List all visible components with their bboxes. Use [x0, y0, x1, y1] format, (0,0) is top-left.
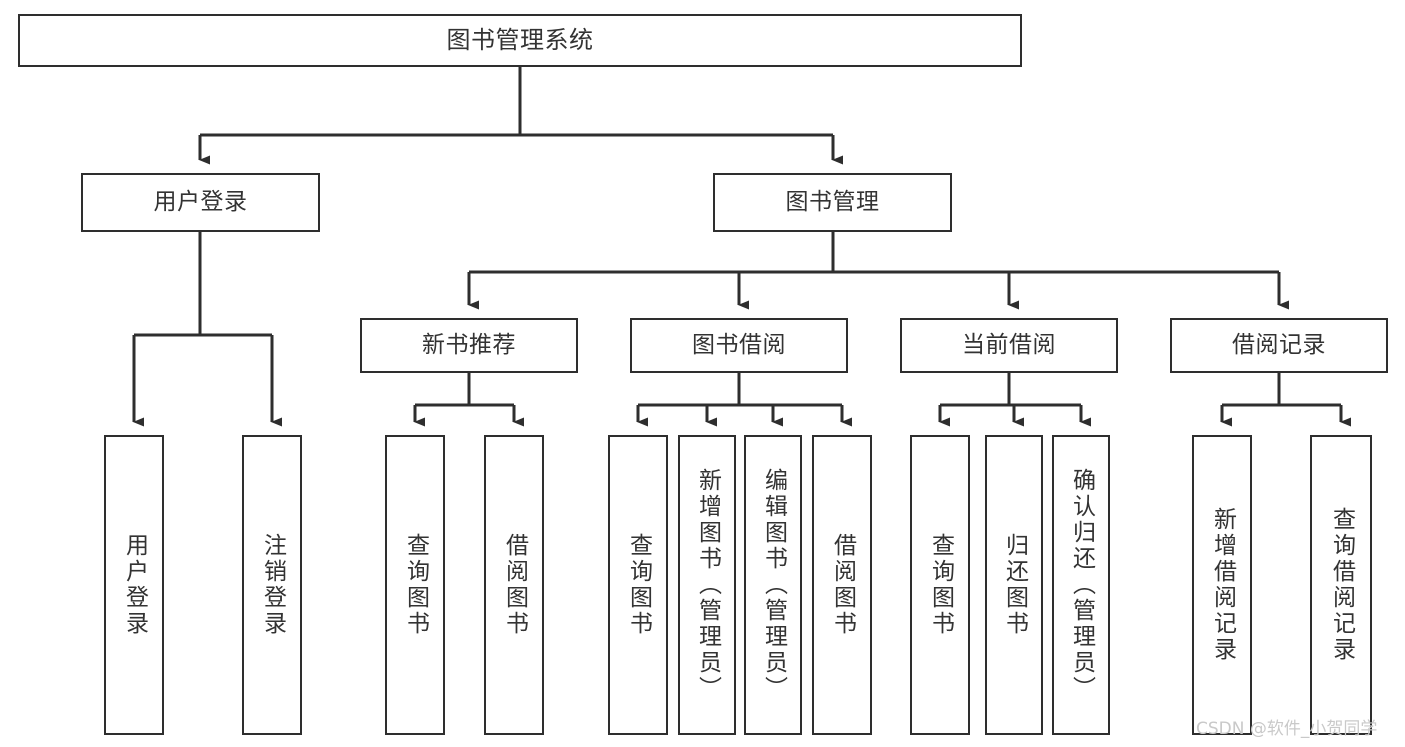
node-user-login[interactable]: 用户登录 [81, 173, 320, 232]
node-label: 新增图书（管理员） [694, 468, 721, 702]
node-label: 查询图书 [625, 533, 652, 637]
node-label: 用户登录 [121, 533, 148, 637]
node-label: 查询图书 [927, 533, 954, 637]
node-label: 借阅图书 [501, 533, 528, 637]
leaf-query-book-3[interactable]: 查询图书 [910, 435, 970, 735]
node-label: 图书借阅 [692, 331, 786, 358]
leaf-query-record[interactable]: 查询借阅记录 [1310, 435, 1372, 735]
node-label: 归还图书 [1001, 533, 1028, 637]
leaf-query-book-1[interactable]: 查询图书 [385, 435, 445, 735]
node-label: 查询图书 [402, 533, 429, 637]
leaf-edit-book[interactable]: 编辑图书（管理员） [744, 435, 802, 735]
node-label: 注销登录 [259, 533, 286, 637]
node-label: 新增借阅记录 [1209, 507, 1236, 663]
node-current-borrow[interactable]: 当前借阅 [900, 318, 1118, 373]
node-label: 借阅图书 [829, 533, 856, 637]
node-label: 用户登录 [153, 188, 248, 215]
leaf-borrow-book-1[interactable]: 借阅图书 [484, 435, 544, 735]
leaf-borrow-book-2[interactable]: 借阅图书 [812, 435, 872, 735]
leaf-logout[interactable]: 注销登录 [242, 435, 302, 735]
node-label: 图书管理 [785, 188, 880, 215]
node-label: 图书管理系统 [446, 26, 594, 55]
leaf-add-record[interactable]: 新增借阅记录 [1192, 435, 1252, 735]
node-label: 借阅记录 [1232, 331, 1326, 358]
node-label: 当前借阅 [962, 331, 1056, 358]
node-label: 确认归还（管理员） [1068, 468, 1095, 702]
node-root[interactable]: 图书管理系统 [18, 14, 1022, 67]
leaf-confirm-return[interactable]: 确认归还（管理员） [1052, 435, 1110, 735]
leaf-add-book[interactable]: 新增图书（管理员） [678, 435, 736, 735]
node-book-manage[interactable]: 图书管理 [713, 173, 952, 232]
node-label: 查询借阅记录 [1328, 507, 1355, 663]
node-label: 新书推荐 [422, 331, 516, 358]
leaf-user-login[interactable]: 用户登录 [104, 435, 164, 735]
csdn-watermark: CSDN @软件_小贺同学 [1196, 719, 1378, 739]
node-book-borrow[interactable]: 图书借阅 [630, 318, 848, 373]
node-new-book-rec[interactable]: 新书推荐 [360, 318, 578, 373]
leaf-query-book-2[interactable]: 查询图书 [608, 435, 668, 735]
node-borrow-record[interactable]: 借阅记录 [1170, 318, 1388, 373]
leaf-return-book[interactable]: 归还图书 [985, 435, 1043, 735]
node-label: 编辑图书（管理员） [760, 468, 787, 702]
